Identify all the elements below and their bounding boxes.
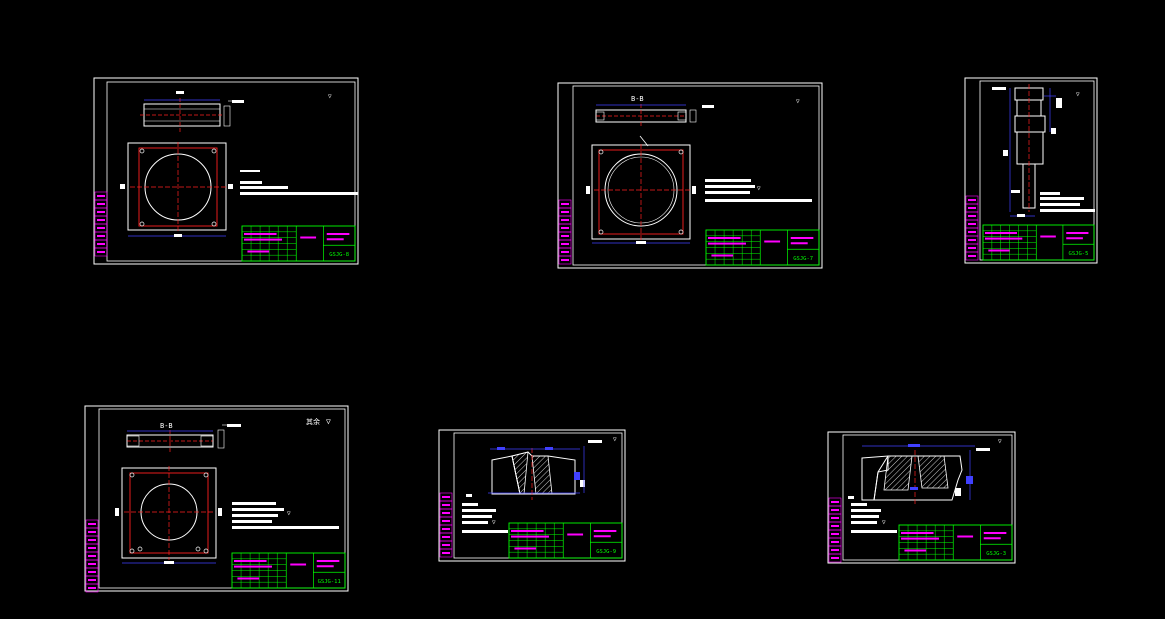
section-label-mark <box>176 91 184 94</box>
ring-section-view <box>848 444 990 505</box>
sheet-border <box>827 431 1016 564</box>
svg-text:▽: ▽ <box>757 185 761 192</box>
section-label: B-B <box>160 422 173 430</box>
drawing-number: GSJG-7 <box>793 256 813 262</box>
title-block: GSJG-8 <box>241 225 356 262</box>
shaft-view <box>992 84 1062 217</box>
svg-text:▽: ▽ <box>882 519 886 526</box>
side-label-column <box>94 191 108 257</box>
drawing-number: GSJG-8 <box>329 252 349 258</box>
side-label-column <box>558 199 572 265</box>
drawing-sheet-5[interactable]: ▽ ▽ GSJG-9 <box>438 429 626 562</box>
technical-notes <box>1040 192 1095 212</box>
roughness-symbol: ▽ <box>326 417 331 426</box>
drawing-sheet-6[interactable]: ▽ ▽ GSJG-3 <box>827 431 1016 564</box>
sheet-border <box>438 429 626 562</box>
roughness-symbol: ▽ <box>796 98 800 105</box>
roughness-symbol: ▽ <box>613 436 617 443</box>
svg-text:▽: ▽ <box>492 519 496 526</box>
drawing-sheet-2[interactable]: B-B ▽ ▽ GSJG-7 <box>557 82 823 269</box>
sheet-inner-frame <box>106 81 356 262</box>
drawing-number: GSJG-11 <box>318 579 341 585</box>
technical-notes: ▽ <box>232 502 339 529</box>
plan-view-outline <box>127 142 227 231</box>
side-label-column <box>85 519 99 593</box>
side-label-column <box>439 492 453 558</box>
drawing-sheet-4[interactable]: B-B 其余 ▽ ▽ GSJG-11 <box>84 405 349 593</box>
surface-note: 其余 <box>306 417 320 426</box>
title-block: GSJG-7 <box>705 229 820 266</box>
roughness-symbol: ▽ <box>998 438 1002 445</box>
sheet-border <box>557 82 823 269</box>
technical-notes <box>240 170 358 195</box>
title-block: GSJG-11 <box>231 552 346 589</box>
technical-notes: ▽ <box>851 503 897 533</box>
technical-notes: ▽ <box>705 179 812 202</box>
drawing-number: GSJG-3 <box>986 551 1006 557</box>
side-label-column <box>965 195 979 261</box>
roughness-symbol: ▽ <box>1076 91 1080 98</box>
roughness-symbol: ▽ <box>328 93 332 100</box>
sheet-border <box>964 77 1098 264</box>
drawing-number: GSJG-5 <box>1069 251 1089 257</box>
sheet-border <box>93 77 359 265</box>
title-block: GSJG-3 <box>898 524 1013 561</box>
drawing-number: GSJG-9 <box>596 549 616 555</box>
drawing-sheet-3[interactable]: ▽ GSJG-5 <box>964 77 1098 264</box>
callout <box>232 100 244 103</box>
side-label-column <box>828 497 842 563</box>
svg-text:▽: ▽ <box>287 510 291 517</box>
sheet-border <box>84 405 349 592</box>
section-label: B-B <box>631 95 644 103</box>
technical-notes: ▽ <box>462 503 508 533</box>
drawing-sheet-1[interactable]: ▽ GSJG-8 <box>93 77 359 265</box>
title-block: GSJG-5 <box>982 224 1095 261</box>
title-block: GSJG-9 <box>508 522 623 559</box>
ring-section-view <box>466 440 602 500</box>
